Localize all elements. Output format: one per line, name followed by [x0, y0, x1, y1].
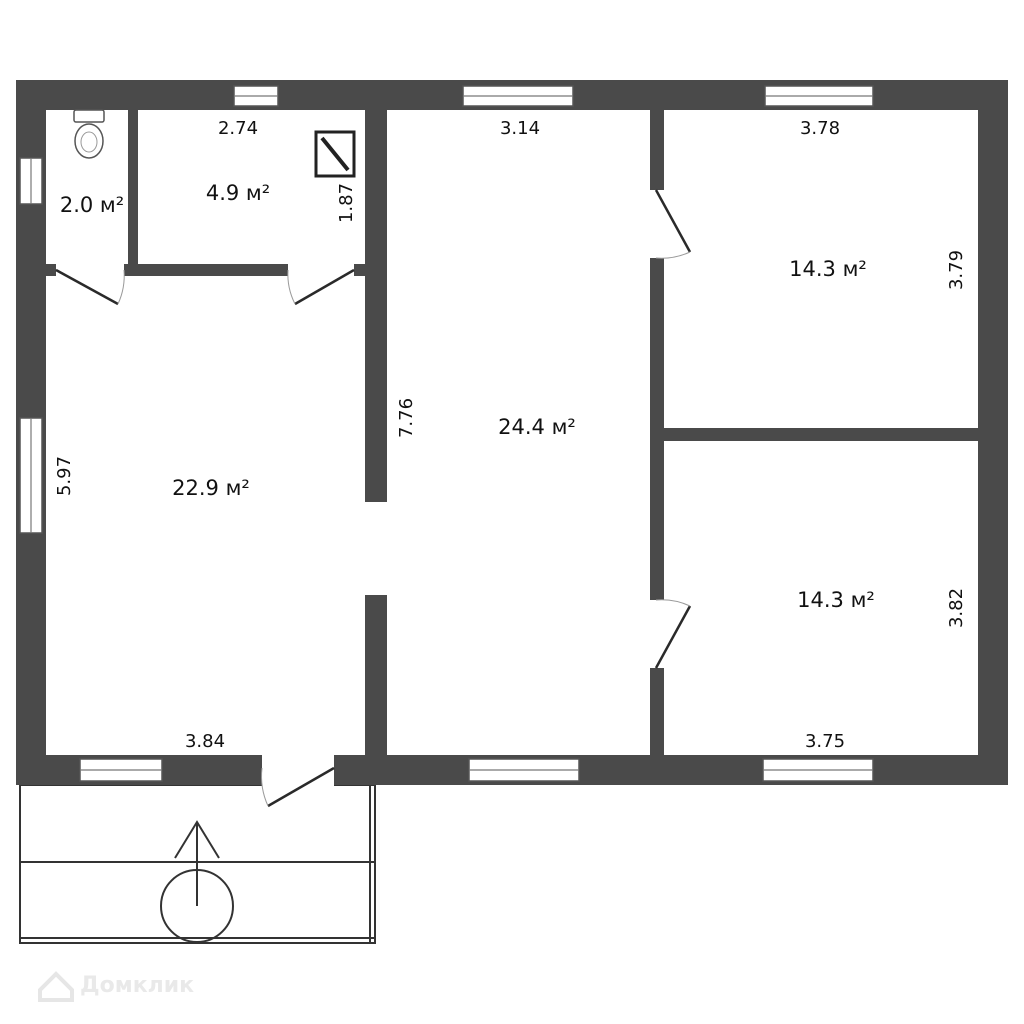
dim-bedroom-bottom-width: 3.75 — [805, 731, 845, 752]
watermark: Домклик — [38, 971, 194, 1002]
window — [468, 758, 580, 782]
toilet-icon — [73, 109, 105, 159]
domclick-logo-icon — [38, 971, 74, 1002]
window — [762, 758, 874, 782]
dim-bedroom-bottom-depth: 3.82 — [946, 588, 967, 628]
window — [764, 85, 874, 107]
dim-living-width: 3.14 — [500, 118, 540, 139]
doors — [55, 189, 692, 808]
windows — [19, 85, 874, 782]
room-area-bedroom-top: 14.3 м² — [789, 257, 867, 281]
dim-bath-depth: 1.87 — [336, 183, 357, 223]
door — [55, 263, 125, 306]
window — [462, 85, 574, 107]
door — [649, 189, 692, 259]
dim-hall-depth: 5.97 — [54, 456, 75, 496]
entrance-door — [261, 754, 335, 808]
room-area-bath: 4.9 м² — [206, 181, 270, 205]
watermark-text: Домклик — [80, 973, 194, 998]
window — [19, 157, 43, 205]
dim-bedroom-top-width: 3.78 — [800, 118, 840, 139]
entrance-arrow-icon — [160, 820, 234, 943]
room-area-bedroom-bottom: 14.3 м² — [797, 588, 875, 612]
window — [233, 85, 279, 107]
window — [19, 417, 43, 534]
window — [79, 758, 163, 782]
room-area-toilet: 2.0 м² — [60, 193, 124, 217]
dim-bedroom-top-depth: 3.79 — [946, 250, 967, 290]
boiler-icon — [314, 130, 356, 178]
dim-hall-width: 3.84 — [185, 731, 225, 752]
room-area-hall: 22.9 м² — [172, 476, 250, 500]
door — [287, 263, 355, 306]
labels: 2.0 м² 4.9 м² 2.74 1.87 22.9 м² 5.97 3.8… — [54, 118, 967, 752]
dim-bath-width: 2.74 — [218, 118, 258, 139]
dim-living-depth: 7.76 — [396, 398, 417, 438]
door — [649, 599, 692, 669]
room-area-living: 24.4 м² — [498, 415, 576, 439]
